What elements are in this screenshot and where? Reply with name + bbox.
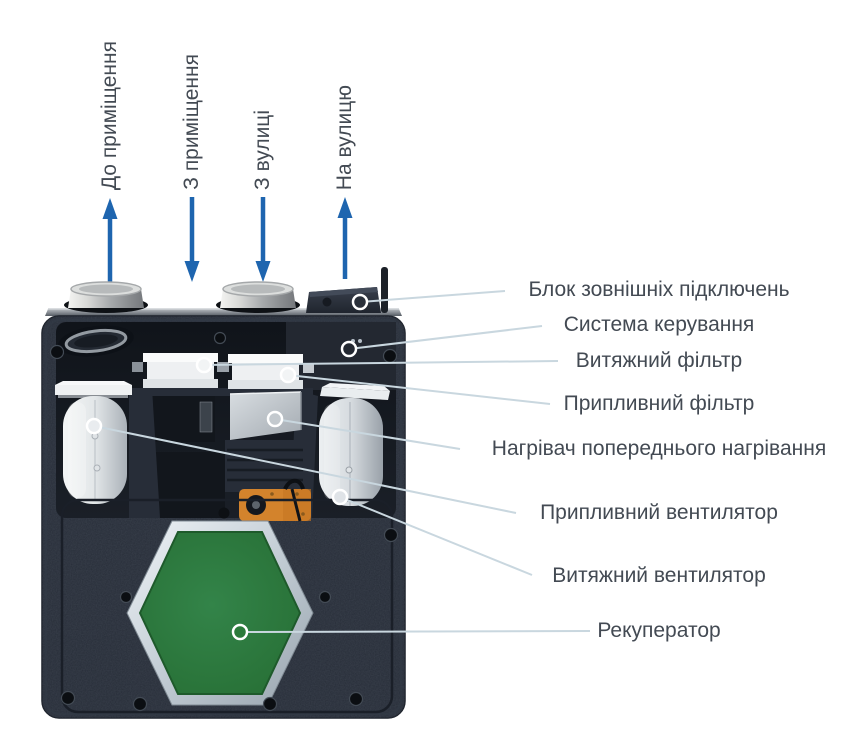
arrow-up-to-outside	[337, 197, 353, 279]
callout-line-preheater	[274, 418, 461, 450]
arrow-up-to-room	[102, 198, 118, 282]
callout-label-control-system: Система керування	[563, 313, 755, 336]
callout-label-preheater: Нагрівач попереднього нагрівання	[491, 437, 827, 460]
airflow-label-text: На вулицю	[333, 84, 356, 190]
callout-line-exhaust-fan	[339, 496, 533, 576]
supply-fan-blower	[319, 383, 390, 506]
callout-dot-supply-fan	[85, 417, 103, 435]
status-led	[358, 339, 362, 343]
callout-dot-recuperator	[231, 623, 249, 641]
callout-dot-supply-filter	[279, 366, 297, 384]
callout-lines	[93, 290, 591, 633]
callout-dot-exhaust-filter	[195, 356, 213, 374]
airflow-label-to-room: До приміщення	[97, 0, 123, 190]
callout-label-supply-fan: Припливний вентилятор	[540, 501, 778, 524]
airflow-label-text: З приміщення	[180, 54, 203, 190]
duct-collar-left	[64, 281, 148, 313]
callout-dot-exhaust-fan	[331, 488, 349, 506]
recuperator-core	[138, 531, 302, 695]
duct-collar-right	[216, 281, 300, 313]
arrow-down-from-room	[184, 197, 200, 282]
exhaust-fan-blower	[55, 381, 132, 504]
device	[41, 267, 406, 719]
airflow-label-to-outside: На вулицю	[332, 0, 358, 190]
callout-dot-preheater	[266, 410, 284, 428]
antenna	[381, 267, 388, 313]
callout-line-recuperator	[239, 630, 591, 633]
airflow-arrows	[102, 197, 353, 282]
airflow-label-text: До приміщення	[98, 40, 121, 190]
callout-line-external-connections	[359, 290, 506, 303]
front-panel-seam	[60, 498, 394, 714]
interior-walls	[129, 388, 318, 518]
callout-label-exhaust-filter: Витяжний фільтр	[575, 349, 743, 372]
callout-label-exhaust-fan: Витяжний вентилятор	[552, 564, 766, 587]
callout-line-exhaust-filter	[203, 360, 559, 366]
screw-holes	[49, 331, 399, 712]
callout-label-external-connections-block: Блок зовнішніх підключень	[528, 278, 790, 301]
callout-dot-control-system	[340, 340, 358, 358]
airflow-label-from-room: З приміщення	[179, 0, 205, 190]
callout-line-control-system	[348, 325, 543, 350]
external-connections-box	[306, 287, 381, 313]
callout-dot-external-connections	[351, 293, 369, 311]
airflow-label-from-outside: З вулиці	[250, 0, 276, 190]
filter-connector	[217, 362, 229, 372]
control-system-panel	[286, 322, 396, 390]
callout-line-supply-fan	[93, 425, 517, 514]
inner-duct-opening	[58, 325, 134, 357]
recuperator-hexagon	[126, 520, 314, 706]
airflow-label-text: З вулиці	[251, 110, 274, 190]
callout-label-supply-filter: Припливний фільтр	[563, 392, 755, 415]
servo-drive	[218, 478, 311, 522]
callout-line-supply-filter	[287, 374, 551, 405]
arrow-down-from-outside	[255, 197, 271, 282]
callout-label-recuperator: Рекуператор	[597, 619, 721, 642]
callout-dots	[85, 293, 369, 641]
